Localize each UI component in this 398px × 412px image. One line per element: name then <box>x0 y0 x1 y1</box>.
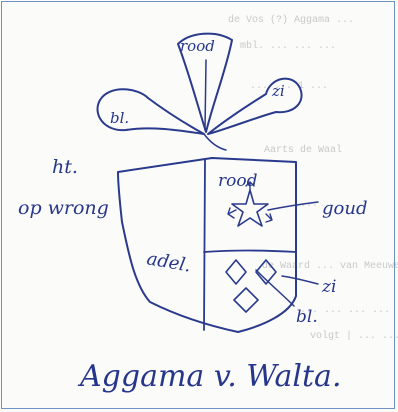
image-border <box>1 1 395 409</box>
scanned-sheet: de Vos (?) Aggama ... mbl. ... ... ... .… <box>0 0 398 412</box>
